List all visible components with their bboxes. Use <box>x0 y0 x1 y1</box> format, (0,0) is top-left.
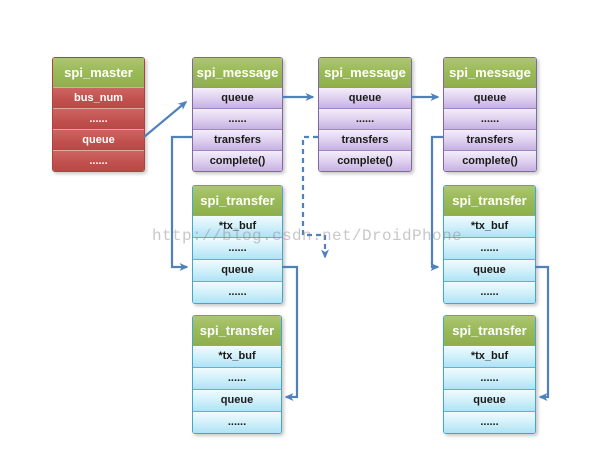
spi-message-title: spi_message <box>319 58 411 87</box>
arrow-transfer-to-next-transfer-right <box>535 265 550 401</box>
spi-message-box-2: spi_message queue ...... transfers compl… <box>318 57 412 172</box>
field-queue: queue <box>53 129 144 150</box>
spi-message-box-3: spi_message queue ...... transfers compl… <box>443 57 537 172</box>
field-queue: queue <box>193 389 281 411</box>
field-queue: queue <box>444 259 535 281</box>
field-ellipsis: ...... <box>53 108 144 129</box>
spi-transfer-box-mid-right: spi_transfer *tx_buf ...... queue ...... <box>443 185 536 304</box>
field-ellipsis: ...... <box>193 411 281 433</box>
field-ellipsis: ...... <box>193 108 282 129</box>
spi-transfer-box-bottom-mid: spi_transfer *tx_buf ...... queue ...... <box>192 315 282 434</box>
field-ellipsis: ...... <box>319 108 411 129</box>
spi-message-title: spi_message <box>444 58 536 87</box>
field-ellipsis: ...... <box>444 237 535 259</box>
field-queue: queue <box>193 259 282 281</box>
field-ellipsis: ...... <box>444 281 535 303</box>
field-complete: complete() <box>319 150 411 171</box>
spi-master-title: spi_master <box>53 58 144 87</box>
field-complete: complete() <box>444 150 536 171</box>
spi-transfer-box-mid-left: spi_transfer *tx_buf ...... queue ...... <box>192 185 283 304</box>
field-ellipsis: ...... <box>444 411 535 433</box>
field-bus-num: bus_num <box>53 87 144 108</box>
field-ellipsis: ...... <box>193 237 282 259</box>
field-ellipsis: ...... <box>444 108 536 129</box>
field-ellipsis: ...... <box>444 367 535 389</box>
field-tx-buf: *tx_buf <box>444 345 535 367</box>
spi-master-box: spi_master bus_num ...... queue ...... <box>52 57 145 172</box>
spi-transfer-title: spi_transfer <box>444 316 535 345</box>
arrow-master-queue-to-message1 <box>143 101 188 138</box>
spi-transfer-title: spi_transfer <box>193 316 281 345</box>
field-queue: queue <box>444 389 535 411</box>
arrow-message3-transfers-to-transfer <box>430 135 443 271</box>
spi-transfer-title: spi_transfer <box>444 186 535 215</box>
field-ellipsis: ...... <box>53 150 144 171</box>
spi-message-title: spi_message <box>193 58 282 87</box>
spi-transfer-box-bottom-right: spi_transfer *tx_buf ...... queue ...... <box>443 315 536 434</box>
field-queue: queue <box>193 87 282 108</box>
spi-message-box-1: spi_message queue ...... transfers compl… <box>192 57 283 172</box>
field-tx-buf: *tx_buf <box>193 345 281 367</box>
field-queue: queue <box>444 87 536 108</box>
arrow-transfer-to-next-transfer-left <box>282 265 299 401</box>
field-ellipsis: ...... <box>193 281 282 303</box>
field-transfers: transfers <box>193 129 282 150</box>
arrow-message1-transfers-to-transfer <box>170 135 192 271</box>
spi-transfer-title: spi_transfer <box>193 186 282 215</box>
field-ellipsis: ...... <box>193 367 281 389</box>
field-tx-buf: *tx_buf <box>444 215 535 237</box>
field-transfers: transfers <box>319 129 411 150</box>
field-transfers: transfers <box>444 129 536 150</box>
field-tx-buf: *tx_buf <box>193 215 282 237</box>
field-queue: queue <box>319 87 411 108</box>
field-complete: complete() <box>193 150 282 171</box>
